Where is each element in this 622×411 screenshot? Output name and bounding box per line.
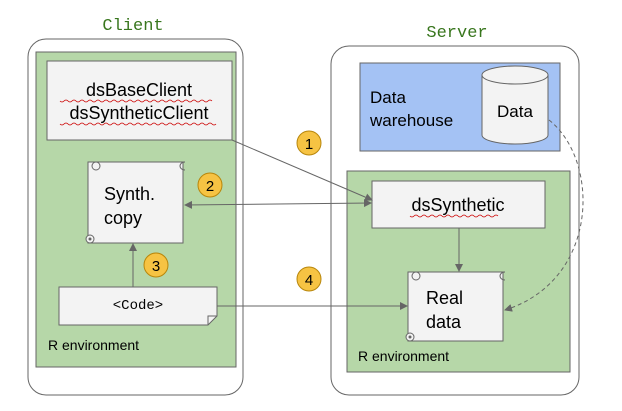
arrow-warehouse-to-real-data-dashed: [504, 119, 584, 312]
real-data-scroll: [405, 271, 506, 342]
server-env-label: R environment: [358, 348, 449, 364]
warehouse-label-line1: Data: [370, 88, 406, 107]
spellcheck-underline-dsbaseclient: [59, 99, 213, 103]
client-title: Client: [102, 17, 163, 36]
step-badge-4: 4: [296, 266, 322, 292]
package-dssyntheticclient: dsSyntheticClient: [69, 103, 208, 123]
spellcheck-underline-dssynthetic: [409, 214, 499, 218]
real-data-line2: data: [426, 312, 462, 332]
data-cylinder: [481, 65, 549, 145]
step-number: 1: [305, 136, 313, 153]
step-badge-1: 1: [296, 130, 322, 156]
real-data-line1: Real: [426, 288, 463, 308]
step-badge-2: 2: [197, 172, 223, 198]
synth-copy-line2: copy: [104, 208, 142, 228]
arrow-packages-to-dssynthetic: [231, 139, 373, 201]
server-title: Server: [426, 24, 487, 43]
dssynthetic-box: [371, 180, 546, 229]
client-env-label: R environment: [48, 337, 139, 353]
code-document: [58, 286, 218, 326]
step-number: 2: [206, 178, 214, 195]
data-cylinder-label: Data: [497, 102, 533, 121]
step-number: 3: [152, 258, 160, 275]
step-number: 4: [305, 272, 313, 289]
spellcheck-underline-dssyntheticclient: [59, 122, 217, 126]
synth-copy-scroll: [85, 161, 186, 244]
synth-copy-line1: Synth.: [104, 184, 155, 204]
arrow-dssynthetic-synth-copy: [184, 199, 372, 209]
step-badge-3: 3: [143, 252, 169, 278]
package-dsbaseclient: dsBaseClient: [86, 80, 192, 100]
dssynthetic-label: dsSynthetic: [411, 195, 504, 215]
code-label: <Code>: [113, 298, 163, 314]
warehouse-label-line2: warehouse: [369, 111, 453, 130]
